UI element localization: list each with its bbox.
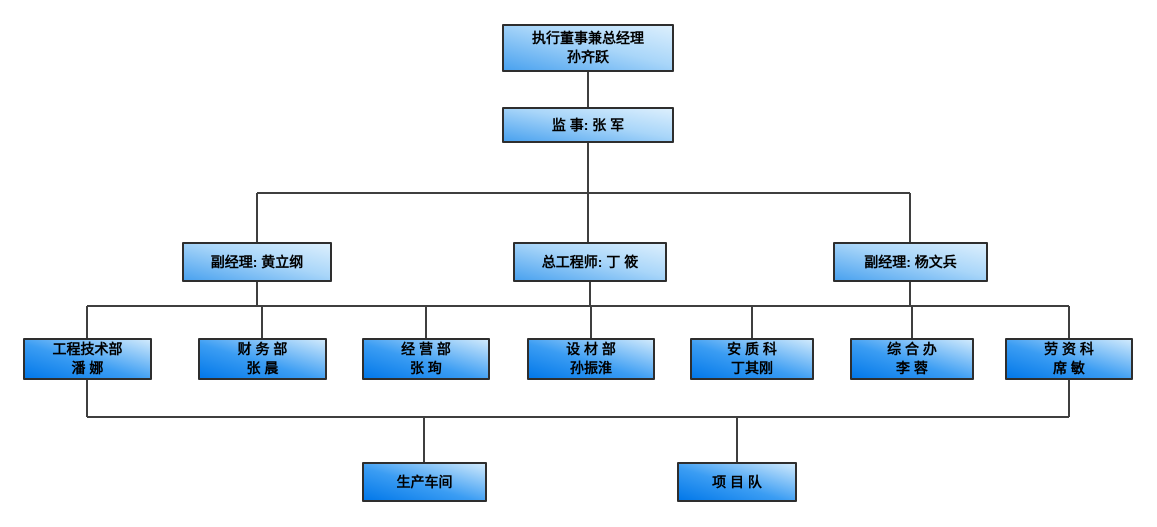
node-title: 经 营 部 [401,341,451,358]
org-node-dept-operations: 经 营 部 张 珣 [362,338,490,380]
org-node-dept-labor: 劳 资 科 席 敏 [1005,338,1133,380]
node-person: 孙齐跃 [567,49,609,65]
node-title: 工程技术部 [52,341,123,358]
org-node-dept-materials: 设 材 部 孙振淮 [527,338,655,380]
org-node-root: 执行董事兼总经理 孙齐跃 [502,24,674,72]
org-node-dept-admin: 综 合 办 李 蓉 [850,338,974,380]
node-label: 副经理: 黄立纲 [210,253,304,270]
org-node-supervisor: 监 事: 张 军 [502,107,674,143]
org-node-dept-engineering: 工程技术部 潘 娜 [23,338,152,380]
org-node-project-team: 项 目 队 [677,462,797,502]
org-node-deputy-left: 副经理: 黄立纲 [182,242,332,282]
node-person: 张 珣 [410,360,442,376]
node-title: 财 务 部 [237,341,288,358]
org-node-deputy-right: 副经理: 杨文兵 [833,242,988,282]
org-node-dept-finance: 财 务 部 张 晨 [198,338,327,380]
node-label: 副经理: 杨文兵 [864,253,957,270]
node-title: 安 质 科 [727,341,777,358]
node-label: 监 事: 张 军 [551,116,625,133]
node-title: 设 材 部 [566,341,616,358]
node-person: 潘 娜 [71,360,104,376]
node-label: 项 目 队 [712,473,762,490]
node-person: 张 晨 [246,360,279,376]
org-node-chief-engineer: 总工程师: 丁 筱 [513,242,667,282]
node-label: 总工程师: 丁 筱 [541,253,639,270]
node-title: 综 合 办 [887,341,937,358]
node-label: 生产车间 [396,473,453,490]
node-title: 劳 资 科 [1044,341,1094,358]
node-person: 李 蓉 [896,360,928,376]
org-node-dept-quality: 安 质 科 丁其刚 [690,338,814,380]
node-person: 丁其刚 [731,360,773,376]
node-person: 孙振淮 [570,360,612,376]
org-node-production-workshop: 生产车间 [362,462,487,502]
node-person: 席 敏 [1053,360,1085,376]
node-title: 执行董事兼总经理 [532,30,644,47]
